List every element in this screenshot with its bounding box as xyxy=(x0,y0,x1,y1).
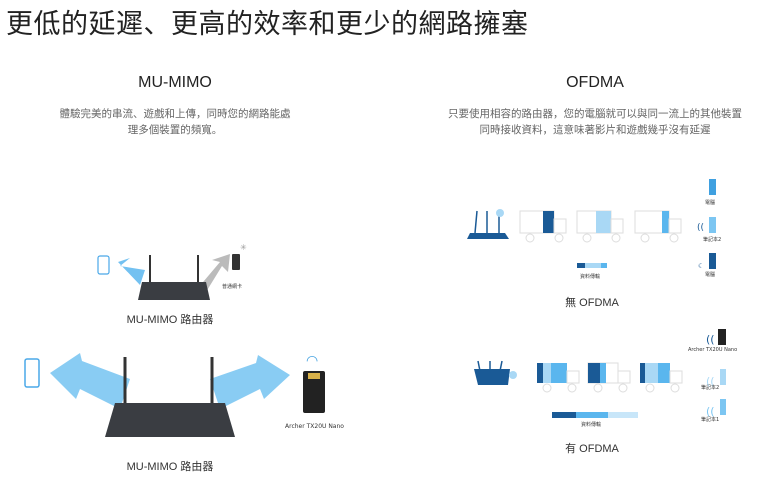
blue-arrow-icon xyxy=(50,353,130,409)
truck-icon xyxy=(587,362,631,393)
truck-icon xyxy=(576,210,624,243)
device-label: 電腦 xyxy=(705,272,716,278)
laptop-icon xyxy=(709,217,716,233)
desc-line: 只要使用相容的路由器，您的電腦就可以與同一流上的其他裝置 xyxy=(448,108,742,120)
mumimo-heading: MU-MIMO xyxy=(138,74,212,91)
phone-icon xyxy=(97,255,110,275)
device-label: 筆記本2 xyxy=(703,237,722,243)
device-label: Archer TX20U Nano xyxy=(688,347,738,353)
svg-text:☾: ☾ xyxy=(698,262,704,270)
mumimo-bottom-caption: MU-MIMO 路由器 xyxy=(126,461,214,473)
without-ofdma-illustration: (( ☾ xyxy=(467,179,716,270)
ofdma-heading: OFDMA xyxy=(566,74,624,91)
router-icon xyxy=(474,360,517,385)
svg-text:✳: ✳ xyxy=(240,243,247,252)
wifi-icon: (( xyxy=(697,223,704,233)
usb-adapter-icon xyxy=(232,254,240,270)
wifi-icon: (( xyxy=(706,405,715,418)
truck-icon xyxy=(634,210,682,243)
laptop-icon xyxy=(720,369,726,385)
device-label: 筆記本1 xyxy=(701,417,720,423)
with-ofdma-illustration: (( (( (( xyxy=(474,329,726,418)
ofdma-description: 只要使用相容的路由器，您的電腦就可以與同一流上的其他裝置 同時接收資料，這意味著… xyxy=(420,106,770,138)
router-icon xyxy=(105,403,235,437)
bottom-adapter-label: Archer TX20U Nano xyxy=(285,423,344,430)
truck-icon xyxy=(519,210,567,243)
without-ofdma-caption: 無 OFDMA xyxy=(565,297,619,309)
desc-line: 同時接收資料，這意味著影片和遊戲幾乎沒有延遲 xyxy=(479,124,711,136)
device-label: 電腦 xyxy=(705,200,716,206)
router-icon xyxy=(138,282,210,300)
page-title: 更低的延遲、更高的效率和更少的網路擁塞 xyxy=(6,9,529,40)
mumimo-small-illustration: ✳ xyxy=(97,243,247,300)
laptop-icon xyxy=(720,399,726,415)
truck-icon xyxy=(640,363,683,393)
wifi-icon: ◠ xyxy=(306,353,318,369)
mumimo-large-illustration: ◠ xyxy=(24,353,325,437)
with-ofdma-caption: 有 OFDMA xyxy=(565,443,619,455)
desc-line: 體驗完美的串流、遊戲和上傳，同時您的網路能處 xyxy=(59,108,291,120)
top-adapter-label: 普通網卡 xyxy=(222,284,243,290)
computer-icon xyxy=(709,179,716,195)
usb-adapter-icon xyxy=(303,371,325,413)
computer-icon xyxy=(709,253,716,269)
blue-arrow-icon xyxy=(210,355,290,409)
data-bar xyxy=(577,263,585,268)
router-icon xyxy=(467,209,509,239)
bar-label: 資料傳輸 xyxy=(580,274,601,280)
truck-icon xyxy=(537,363,580,393)
phone-icon xyxy=(24,358,40,388)
desc-line: 理多個裝置的頻寬。 xyxy=(127,124,223,136)
mumimo-top-caption: MU-MIMO 路由器 xyxy=(126,314,214,326)
wifi-icon: (( xyxy=(706,333,715,346)
data-bar xyxy=(552,412,576,418)
device-label: 筆記本2 xyxy=(701,385,720,391)
wifi-icon: (( xyxy=(706,375,715,388)
blue-arrow-icon xyxy=(118,258,145,285)
mumimo-description: 體驗完美的串流、遊戲和上傳，同時您的網路能處 理多個裝置的頻寬。 xyxy=(20,106,330,138)
bar-label: 資料傳輸 xyxy=(581,422,602,428)
usb-adapter-icon xyxy=(718,329,726,345)
